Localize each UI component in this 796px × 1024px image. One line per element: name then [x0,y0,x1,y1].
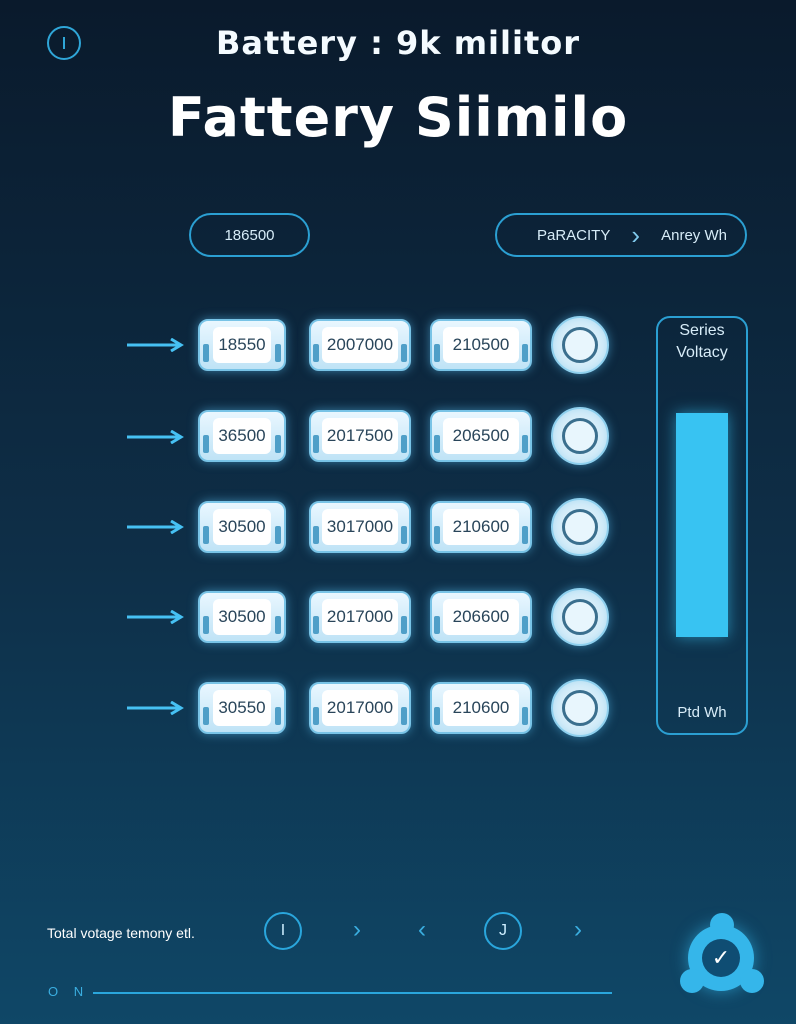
cell-r2-c3[interactable]: 206500 [430,410,532,462]
cell-r1-c1[interactable]: 18550 [198,319,286,371]
cell-r5-c3[interactable]: 210600 [430,682,532,734]
capacity-array-toggle[interactable]: PaRACITY › Anrey Wh [495,213,747,257]
chevron-left-icon[interactable]: ‹ [418,916,426,943]
cell-knob-r4[interactable] [551,588,609,646]
progress-line [93,992,612,994]
chevron-right-icon[interactable]: › [574,916,582,943]
page-title: Fattery Siimilo [167,86,629,149]
panel-title: Series Voltacy [676,322,728,361]
power-icon [63,37,65,49]
power-button[interactable] [47,26,81,60]
cell-r4-c2[interactable]: 2017000 [309,591,411,643]
cell-knob-r2[interactable] [551,407,609,465]
cell-r4-c1[interactable]: 30500 [198,591,286,643]
cell-r3-c2[interactable]: 3017000 [309,501,411,553]
subtitle: Battery : 9k militor [216,24,580,62]
cell-r3-c1[interactable]: 30500 [198,501,286,553]
on-label: O N [48,984,90,999]
cell-r2-c1[interactable]: 36500 [198,410,286,462]
cell-r1-c2[interactable]: 2007000 [309,319,411,371]
panel-footer: Ptd Wh [677,704,727,721]
checkmark-icon: ✓ [702,939,740,977]
cell-r1-c3[interactable]: 210500 [430,319,532,371]
cell-type-selector[interactable]: 186500 [189,213,310,257]
cell-r5-c1[interactable]: 30550 [198,682,286,734]
confirm-fab[interactable]: ✓ [680,913,766,999]
cell-knob-r3[interactable] [551,498,609,556]
capacity-label: PaRACITY [537,226,611,244]
cell-r4-c3[interactable]: 206600 [430,591,532,643]
array-label: Anrey Wh [661,226,727,244]
cell-type-label: 186500 [224,226,275,244]
total-voltage-label: Total votage temony etl. [47,925,195,941]
series-voltage-panel [656,316,748,735]
chevron-right-icon[interactable]: › [353,916,361,943]
row-arrow-icon [127,520,185,534]
cell-r2-c2[interactable]: 2017500 [309,410,411,462]
chevron-right-icon: › [631,220,641,250]
cell-r5-c2[interactable]: 2017000 [309,682,411,734]
cell-knob-r1[interactable] [551,316,609,374]
cell-r3-c3[interactable]: 210600 [430,501,532,553]
footer-button-1[interactable]: I [264,912,302,950]
voltage-level-bar [676,413,728,637]
footer-button-2[interactable]: J [484,912,522,950]
row-arrow-icon [127,338,185,352]
row-arrow-icon [127,701,185,715]
cell-knob-r5[interactable] [551,679,609,737]
row-arrow-icon [127,430,185,444]
row-arrow-icon [127,610,185,624]
